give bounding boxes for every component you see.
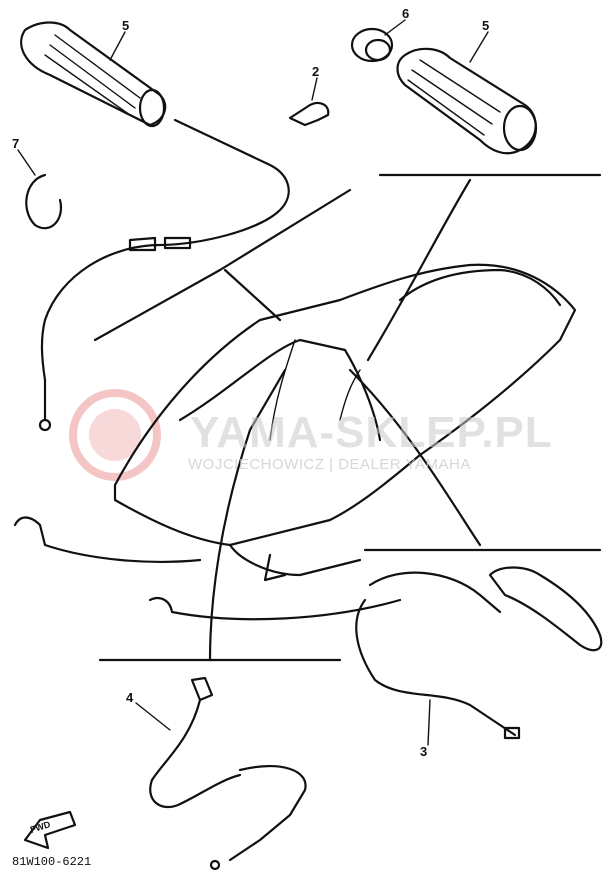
part-label-3: 3 — [420, 744, 428, 759]
watermark-subtitle: WOJCIECHOWICZ | DEALER YAMAHA — [188, 456, 471, 473]
brake-lever — [488, 566, 603, 652]
part-label-5-left: 5 — [122, 18, 130, 33]
grip-collar — [350, 27, 394, 63]
document-code: 81W100-6221 — [12, 855, 92, 869]
part-label-5-right: 5 — [482, 18, 490, 33]
choke-cable — [149, 676, 307, 871]
fwd-arrow-icon — [23, 810, 77, 850]
throttle-cable — [38, 118, 290, 432]
left-grip — [20, 21, 167, 128]
watermark-logo — [69, 389, 161, 481]
callout-lines — [93, 173, 602, 662]
brake-cable — [355, 571, 521, 740]
part-label-4: 4 — [126, 690, 134, 705]
watermark-title: YAMA-SKLEP.PL — [190, 408, 553, 457]
part-label-7: 7 — [12, 136, 20, 151]
leader-lines — [17, 19, 489, 746]
right-grip — [396, 47, 538, 155]
clamp-part-7 — [25, 173, 63, 230]
part-label-2: 2 — [312, 64, 320, 79]
clip-part-2 — [288, 101, 330, 127]
part-label-6: 6 — [402, 6, 410, 21]
